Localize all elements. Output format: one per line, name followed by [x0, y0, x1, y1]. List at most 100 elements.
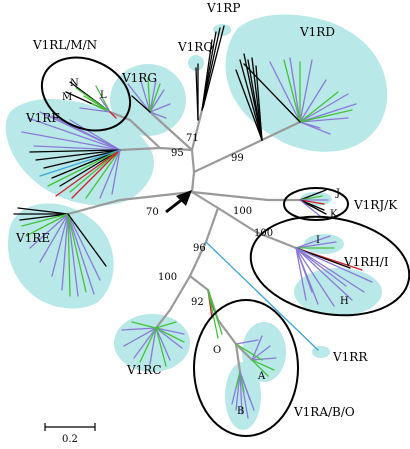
label-v1rf: V1RF — [25, 111, 60, 125]
branch-line — [59, 149, 121, 187]
branch-line — [25, 213, 69, 237]
bootstrap-95: 95 — [171, 148, 184, 159]
label-o: O — [213, 345, 221, 356]
branch-line — [67, 213, 107, 267]
branch-line — [239, 371, 251, 401]
v1rc-highlight — [114, 314, 190, 372]
branch-line — [67, 213, 71, 297]
label-b: B — [237, 406, 244, 417]
branch-line — [127, 83, 151, 113]
label-v1rr: V1RR — [332, 350, 368, 364]
branch-line — [289, 57, 301, 123]
v1rf-branches — [21, 111, 121, 199]
branch-line — [235, 69, 263, 141]
label-j: J — [335, 188, 340, 199]
branch-line — [79, 107, 111, 113]
label-i: I — [316, 235, 320, 246]
v1rg-branches — [127, 77, 171, 119]
branch-line — [69, 149, 121, 193]
branch-line — [149, 111, 167, 119]
branch-line — [139, 327, 157, 363]
branch-line — [43, 149, 121, 169]
trunk-to-v1rg — [148, 110, 194, 152]
branch-line — [131, 95, 151, 113]
branch-line — [299, 79, 327, 123]
branch-line — [121, 327, 157, 331]
label-v1rabo: V1RA/B/O — [293, 405, 355, 419]
branch-line — [55, 149, 121, 197]
branch-line — [295, 247, 307, 301]
branch-line — [147, 77, 151, 113]
branch-line — [51, 115, 121, 151]
label-v1rp: V1RP — [206, 1, 240, 15]
v1rabo-outline — [193, 299, 299, 437]
branch-line — [27, 117, 121, 151]
branch-line — [99, 97, 111, 113]
branch-line — [295, 235, 331, 249]
trunk-lower — [154, 206, 220, 330]
branch-line — [243, 53, 263, 141]
v1rlmn-branches — [65, 81, 117, 119]
label-v1rc: V1RC — [126, 363, 162, 377]
v1rhi-outline — [249, 215, 410, 317]
branch-line — [33, 145, 121, 151]
branch-line — [71, 149, 121, 199]
branch-line — [202, 25, 225, 109]
v1rr-highlight — [312, 346, 330, 358]
v1rq-highlight — [188, 55, 204, 71]
branch-line — [155, 327, 185, 335]
branch-line — [155, 327, 167, 367]
trunk-to-v1re — [66, 190, 194, 216]
v1rp-branches — [201, 25, 225, 111]
branch-line — [131, 321, 157, 329]
h-highlight — [294, 268, 382, 316]
branch-line — [235, 371, 241, 411]
branch-line — [299, 121, 321, 129]
v1rp-highlight — [213, 24, 231, 36]
label-h: H — [340, 296, 349, 307]
bootstrap-92: 92 — [191, 297, 204, 308]
branch-line — [155, 327, 185, 343]
branch-line — [109, 111, 117, 119]
label-a: A — [257, 371, 266, 382]
clade-labels: V1RP V1RQ V1RD V1RL/M/N V1RG V1RF V1RE V… — [15, 1, 398, 419]
bootstrap-71: 71 — [186, 133, 199, 144]
b-highlight — [225, 362, 261, 430]
branch-line — [295, 247, 365, 293]
branch-line — [19, 213, 69, 221]
label-v1rlmn: V1RL/M/N — [32, 38, 97, 52]
branch-line — [299, 199, 325, 205]
branch-line — [139, 77, 151, 113]
branch-line — [299, 117, 349, 123]
bootstrap-70: 70 — [146, 207, 159, 218]
branch-line — [35, 149, 121, 161]
branch-line — [51, 149, 121, 179]
bootstrap-100-c: 100 — [158, 272, 177, 283]
v1rd-branches — [235, 53, 357, 141]
branch-line — [299, 59, 313, 123]
branch-line — [29, 149, 121, 153]
branch-line — [83, 95, 111, 113]
branch-line — [67, 213, 101, 281]
bootstrap-99: 99 — [231, 153, 244, 164]
branch-line — [133, 327, 157, 359]
label-v1rjk: V1RJ/K — [353, 198, 398, 212]
branch-line — [149, 103, 171, 113]
branch-line — [283, 59, 301, 123]
v1rd-highlight — [225, 14, 388, 152]
branch-line — [29, 213, 69, 249]
leaf-branches — [13, 25, 373, 419]
scale-bar — [44, 423, 96, 431]
branch-line — [149, 83, 161, 113]
trunk-to-v1rhi — [190, 190, 298, 250]
v1re-highlight — [8, 203, 114, 309]
branch-line — [205, 241, 319, 351]
label-v1rg: V1RG — [121, 71, 157, 85]
branch-line — [67, 213, 87, 293]
v1rlmn-outline — [40, 56, 132, 132]
branch-line — [251, 359, 275, 371]
branch-line — [295, 241, 337, 249]
branch-line — [17, 207, 69, 215]
branch-line — [299, 189, 327, 201]
